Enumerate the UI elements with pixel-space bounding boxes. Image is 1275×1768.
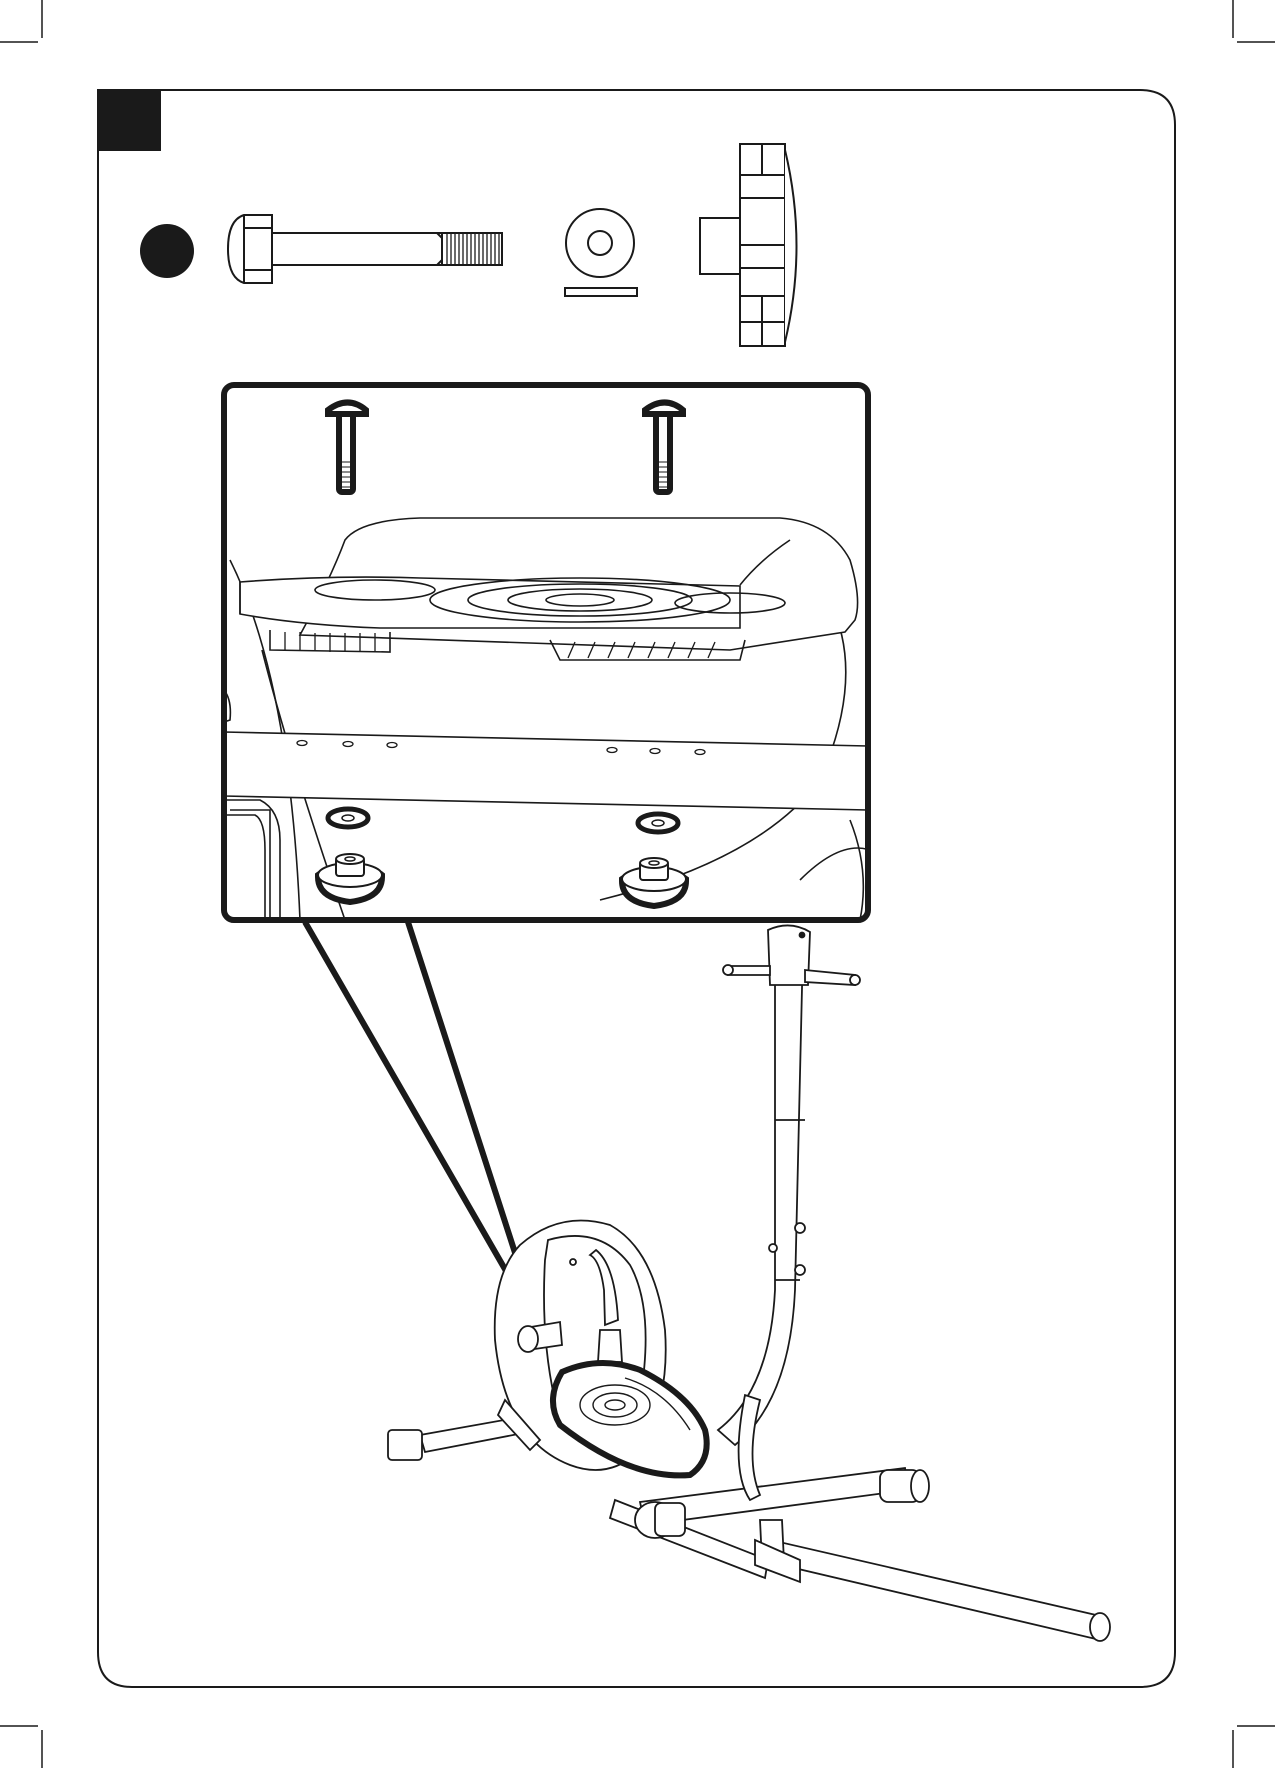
detail-box [224,385,870,920]
frame-tube [718,925,860,1500]
crank-arm [224,732,868,810]
knob-nut-icon [700,144,797,346]
exercise-bike-drawing [388,925,1110,1641]
part-marker-dot [140,224,194,278]
step-tab [98,90,161,151]
washer-icon [565,209,637,296]
carriage-bolt-icon [228,215,502,283]
